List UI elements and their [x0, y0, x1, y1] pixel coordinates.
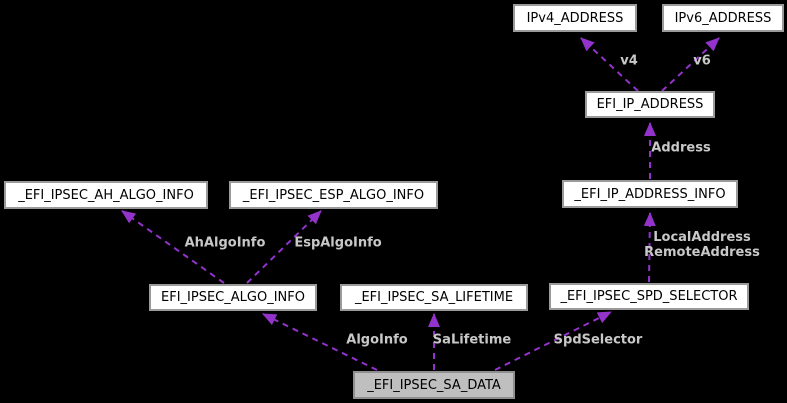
edge-local-remote-address: [643, 212, 656, 283]
edge-label-address: Address: [651, 140, 711, 156]
node-efi-ip-address-info[interactable]: _EFI_IP_ADDRESS_INFO: [562, 180, 738, 208]
edge-label-ah-algo-info: AhAlgoInfo: [184, 235, 266, 251]
node-efi-ipsec-sa-data[interactable]: _EFI_IPSEC_SA_DATA: [353, 371, 515, 399]
node-ipv6-address[interactable]: IPv6_ADDRESS: [662, 4, 784, 32]
node-efi-ipsec-sa-lifetime[interactable]: _EFI_IPSEC_SA_LIFETIME: [340, 284, 528, 311]
edge-label-spd-selector: SpdSelector: [553, 332, 643, 348]
edge-label-local-remote-address: LocalAddress RemoteAddress: [644, 230, 760, 260]
node-efi-ipsec-algo-info[interactable]: EFI_IPSEC_ALGO_INFO: [149, 284, 317, 311]
edge-label-algo-info: AlgoInfo: [346, 332, 408, 348]
edge-label-sa-lifetime: SaLifetime: [432, 332, 512, 348]
edge-label-v4: v4: [620, 53, 638, 69]
edge-label-v6: v6: [693, 53, 711, 69]
node-efi-ipsec-ah-algo-info[interactable]: _EFI_IPSEC_AH_ALGO_INFO: [4, 181, 208, 209]
node-efi-ipsec-esp-algo-info[interactable]: _EFI_IPSEC_ESP_ALGO_INFO: [229, 181, 438, 209]
edge-v6: [661, 37, 720, 92]
edge-v4: [580, 37, 639, 92]
edge-label-esp-algo-info: EspAlgoInfo: [294, 235, 382, 251]
node-ipv4-address[interactable]: IPv4_ADDRESS: [513, 4, 637, 32]
node-efi-ip-address[interactable]: EFI_IP_ADDRESS: [585, 91, 715, 118]
edge-ah-algo-info: [121, 210, 225, 284]
node-efi-ipsec-spd-selector[interactable]: _EFI_IPSEC_SPD_SELECTOR: [549, 283, 749, 310]
